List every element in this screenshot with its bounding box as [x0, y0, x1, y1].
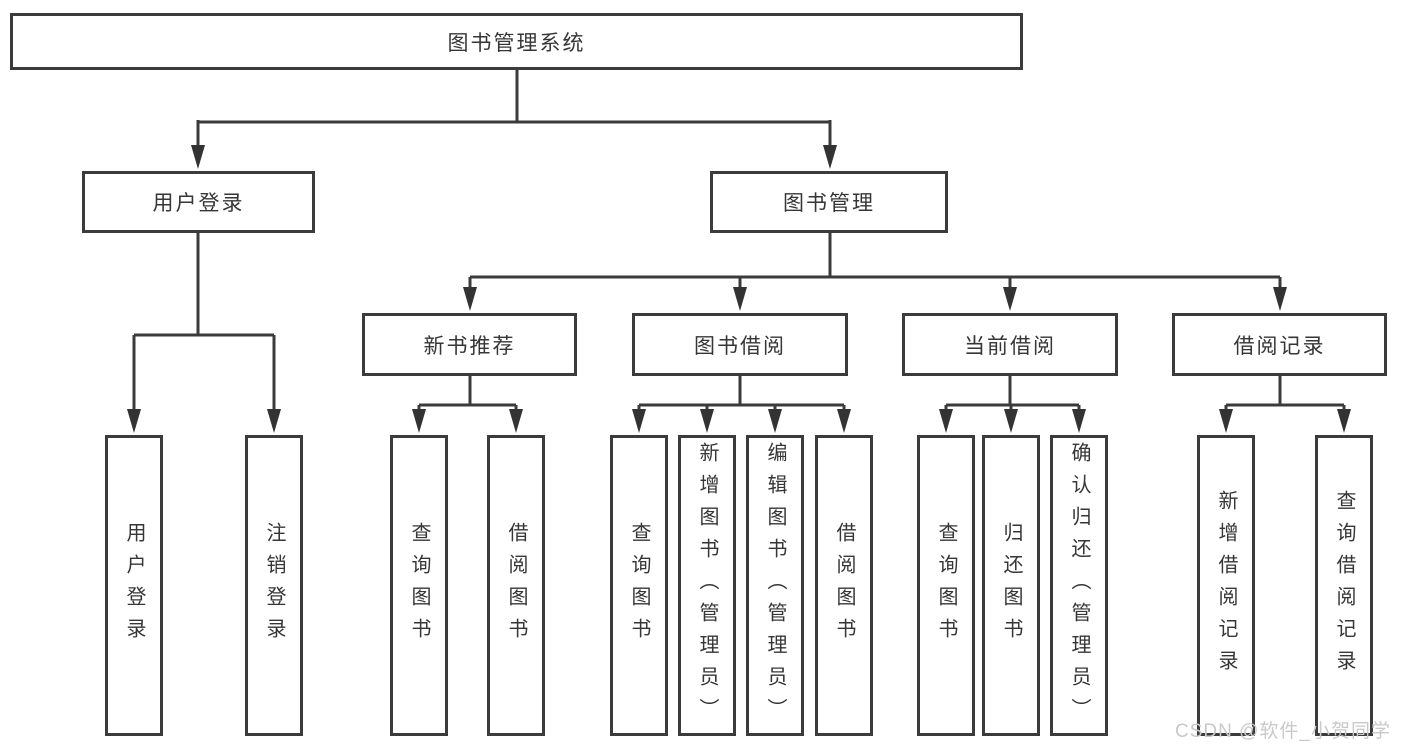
node-current-borrow: 当前借阅: [902, 313, 1118, 376]
leaf-label: 查询借阅记录: [1333, 489, 1355, 682]
node-borrow-record: 借阅记录: [1172, 313, 1387, 376]
node-book-borrow: 图书借阅: [632, 313, 848, 376]
csdn-watermark: CSDN @软件_小贺同学: [1175, 721, 1391, 742]
leaf-label: 新增借阅记录: [1215, 489, 1237, 682]
node-user-login-branch: 用户登录: [82, 171, 315, 233]
leaf-label: 归还图书: [1000, 521, 1022, 650]
leaf-add-borrow-record: 新增借阅记录: [1197, 435, 1255, 736]
leaf-borrow-books: 借阅图书: [815, 435, 873, 736]
node-root-label: 图书管理系统: [447, 31, 586, 55]
leaf-edit-books-admin: 编辑图书（管理员）: [746, 435, 804, 736]
leaf-label: 确认归还（管理员）: [1068, 441, 1090, 730]
leaf-label: 借阅图书: [833, 521, 855, 650]
leaf-query-books: 查询图书: [610, 435, 668, 736]
leaf-label: 查询图书: [628, 521, 650, 650]
leaf-borrow-books: 借阅图书: [487, 435, 545, 736]
leaf-return-books: 归还图书: [982, 435, 1040, 736]
node-root-system: 图书管理系统: [10, 13, 1023, 70]
leaf-query-books: 查询图书: [917, 435, 975, 736]
leaf-label: 用户登录: [123, 521, 145, 650]
node-label: 用户登录: [152, 192, 245, 215]
leaf-label: 编辑图书（管理员）: [764, 441, 786, 730]
leaf-label: 借阅图书: [505, 521, 527, 650]
node-label: 图书管理: [783, 192, 875, 215]
leaf-add-books-admin: 新增图书（管理员）: [678, 435, 736, 736]
leaf-query-borrow-record: 查询借阅记录: [1315, 435, 1373, 736]
node-label: 当前借阅: [964, 334, 1056, 358]
node-new-book-recommend: 新书推荐: [362, 313, 577, 376]
leaf-label: 查询图书: [935, 521, 957, 650]
node-book-management-branch: 图书管理: [710, 171, 948, 233]
node-label: 借阅记录: [1233, 334, 1326, 358]
node-label: 新书推荐: [423, 334, 516, 358]
leaf-label: 新增图书（管理员）: [696, 441, 718, 730]
leaf-query-books: 查询图书: [390, 435, 448, 736]
leaf-confirm-return-admin: 确认归还（管理员）: [1050, 435, 1108, 736]
leaf-logout: 注销登录: [245, 435, 303, 736]
leaf-label: 注销登录: [263, 521, 285, 650]
node-label: 图书借阅: [694, 334, 786, 358]
leaf-user-login: 用户登录: [105, 435, 163, 736]
leaf-label: 查询图书: [408, 521, 430, 650]
